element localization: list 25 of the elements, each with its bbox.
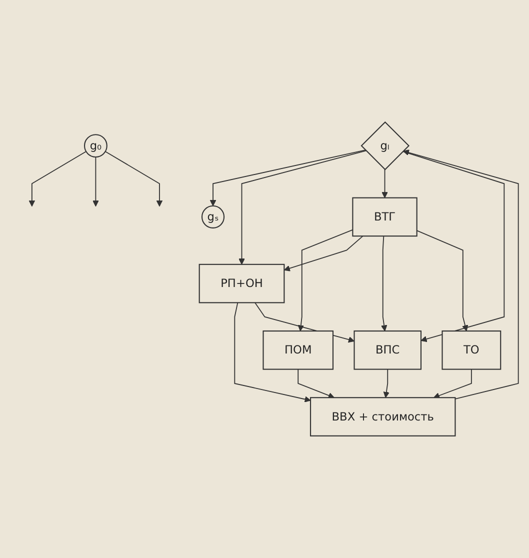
arrow (298, 229, 354, 332)
arrow (92, 156, 99, 207)
node-box: ПОМ (262, 330, 334, 370)
node-box: РП+ОН (198, 264, 285, 304)
node-box: ТО (442, 330, 502, 370)
arrow (298, 368, 334, 398)
arrow (382, 169, 388, 198)
arrow (238, 150, 367, 265)
arrow (383, 368, 390, 398)
node-diamond: gₗ (360, 121, 410, 170)
arrow (210, 150, 366, 206)
arrow (284, 236, 364, 272)
arrow (381, 236, 388, 332)
node-box: ВТГ (352, 197, 418, 237)
arrow (402, 151, 505, 342)
arrow (402, 150, 519, 400)
arrow (416, 230, 468, 332)
arrow (234, 302, 311, 402)
node-box: ВПС (354, 330, 422, 370)
node-box: ВВХ + стоимость (310, 397, 456, 436)
arrow (104, 151, 163, 207)
arrow (433, 368, 472, 399)
node-circle: gₛ (201, 205, 225, 228)
node-circle: g₀ (84, 134, 108, 158)
arrow (28, 151, 87, 207)
